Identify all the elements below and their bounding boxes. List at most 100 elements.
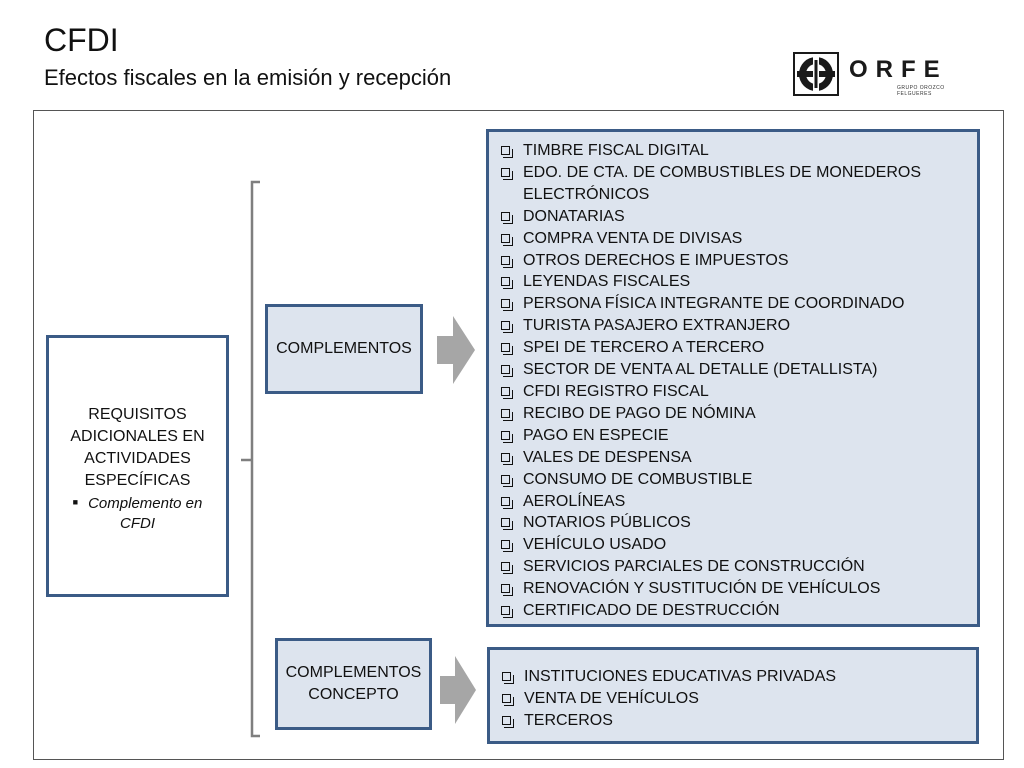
checkbox-bullet-icon: [501, 255, 513, 268]
list-item-text: DONATARIAS: [523, 207, 625, 225]
checkbox-bullet-icon: [501, 584, 513, 597]
list-item-text: CERTIFICADO DE DESTRUCCIÓN: [523, 602, 780, 620]
list-item: DONATARIAS: [499, 206, 977, 228]
list-item: VALES DE DESPENSA: [499, 447, 977, 469]
checkbox-bullet-icon: [501, 562, 513, 575]
checkbox-bullet-icon: [501, 452, 513, 465]
list-item: TURISTA PASAJERO EXTRANJERO: [499, 315, 977, 337]
complementos-concepto-list: INSTITUCIONES EDUCATIVAS PRIVADAS VENTA …: [487, 647, 979, 744]
checkbox-bullet-icon: [501, 408, 513, 421]
checkbox-bullet-icon: [501, 146, 513, 158]
complementos-concepto-box: COMPLEMENTOS CONCEPTO: [275, 638, 432, 730]
list-item: AEROLÍNEAS: [499, 491, 977, 513]
list-item-text: PAGO EN ESPECIE: [523, 426, 669, 444]
list-item-text: TIMBRE FISCAL DIGITAL: [523, 142, 709, 159]
requisitos-bullet-cont: CFDI: [120, 515, 155, 532]
square-bullet-icon: ■: [72, 497, 79, 507]
list-item-text: CFDI REGISTRO FISCAL: [523, 382, 709, 400]
page-subtitle: Efectos fiscales en la emisión y recepci…: [44, 65, 452, 90]
list-item: PERSONA FÍSICA INTEGRANTE DE COORDINADO: [499, 293, 977, 315]
orfe-logo-mark-icon: [793, 52, 839, 96]
list-item-text: VEHÍCULO USADO: [523, 536, 667, 554]
logo-wordmark: ORFE: [849, 56, 948, 83]
checkbox-bullet-icon: [501, 496, 513, 509]
checkbox-bullet-icon: [501, 233, 513, 246]
requisitos-box: REQUISITOS ADICIONALES EN ACTIVIDADES ES…: [46, 335, 229, 597]
list-item-text: LEYENDAS FISCALES: [523, 273, 691, 291]
list-item-text: EDO. DE CTA. DE COMBUSTIBLES DE MONEDERO…: [523, 163, 921, 181]
list-item: CFDI REGISTRO FISCAL: [499, 381, 977, 403]
checkbox-bullet-icon: [501, 365, 513, 378]
complementos-concepto-label: COMPLEMENTOS: [285, 664, 422, 681]
requisitos-line: ACTIVIDADES: [84, 450, 191, 467]
orfe-logo: ORFE GRUPO OROZCO FELGUERES: [793, 50, 973, 100]
list-item-text: NOTARIOS PÚBLICOS: [523, 514, 691, 532]
bracket-connector: [241, 180, 260, 738]
list-item: EDO. DE CTA. DE COMBUSTIBLES DE MONEDERO…: [499, 162, 977, 184]
checkbox-bullet-icon: [501, 474, 513, 487]
list-item: RECIBO DE PAGO DE NÓMINA: [499, 403, 977, 425]
list-item: PAGO EN ESPECIE: [499, 425, 977, 447]
checkbox-bullet-icon: [501, 518, 513, 531]
list-item-text: TURISTA PASAJERO EXTRANJERO: [523, 317, 791, 335]
checkbox-bullet-icon: [501, 540, 513, 553]
requisitos-bullet: ■ Complemento en: [49, 492, 226, 514]
list-item-text: INSTITUCIONES EDUCATIVAS PRIVADAS: [524, 668, 837, 685]
checkbox-bullet-icon: [501, 343, 513, 356]
checkbox-bullet-icon: [502, 694, 514, 706]
requisitos-line: REQUISITOS: [88, 406, 187, 423]
checkbox-bullet-icon: [501, 211, 513, 224]
list-item: COMPRA VENTA DE DIVISAS: [499, 228, 977, 250]
complementos-label: COMPLEMENTOS: [276, 340, 412, 357]
list-item-text: AEROLÍNEAS: [523, 492, 626, 510]
list-item-text: VALES DE DESPENSA: [523, 448, 692, 466]
list-item-text: TERCEROS: [524, 712, 613, 729]
list-item-text: VENTA DE VEHÍCULOS: [524, 690, 699, 707]
list-item: NOTARIOS PÚBLICOS: [499, 512, 977, 534]
list-item-text: CONSUMO DE COMBUSTIBLE: [523, 470, 753, 488]
complementos-list: TIMBRE FISCAL DIGITAL EDO. DE CTA. DE CO…: [486, 129, 980, 627]
list-item-text: ELECTRÓNICOS: [523, 185, 650, 203]
list-item-text: OTROS DERECHOS E IMPUESTOS: [523, 251, 789, 269]
list-item-text: RECIBO DE PAGO DE NÓMINA: [523, 404, 756, 422]
list-item: LEYENDAS FISCALES: [499, 271, 977, 293]
list-item: CONSUMO DE COMBUSTIBLE: [499, 469, 977, 491]
checkbox-bullet-icon: [501, 430, 513, 443]
list-item-text: SPEI DE TERCERO A TERCERO: [523, 339, 765, 357]
list-item: CERTIFICADO DE DESTRUCCIÓN: [499, 600, 977, 622]
requisitos-line: ADICIONALES EN: [70, 428, 205, 445]
arrow-right-icon: [440, 656, 476, 724]
checkbox-bullet-icon: [501, 606, 513, 619]
checkbox-bullet-icon: [501, 299, 513, 312]
list-item: TERCEROS: [500, 710, 976, 732]
diagram-frame: [33, 110, 1004, 760]
requisitos-bullet-text: Complemento en: [88, 495, 203, 512]
arrow-right-icon: [437, 316, 475, 384]
list-item: SECTOR DE VENTA AL DETALLE (DETALLISTA): [499, 359, 977, 381]
list-item-text: PERSONA FÍSICA INTEGRANTE DE COORDINADO: [523, 295, 905, 313]
list-item-text: COMPRA VENTA DE DIVISAS: [523, 229, 743, 247]
checkbox-bullet-icon: [502, 716, 514, 728]
logo-tagline: GRUPO OROZCO FELGUERES: [897, 85, 945, 97]
list-item: INSTITUCIONES EDUCATIVAS PRIVADAS: [500, 666, 976, 688]
list-item-text: SERVICIOS PARCIALES DE CONSTRUCCIÓN: [523, 558, 865, 576]
requisitos-line: ESPECÍFICAS: [84, 472, 191, 489]
list-item: SPEI DE TERCERO A TERCERO: [499, 337, 977, 359]
checkbox-bullet-icon: [501, 321, 513, 334]
checkbox-bullet-icon: [502, 672, 514, 684]
checkbox-bullet-icon: [501, 167, 513, 180]
list-item: RENOVACIÓN Y SUSTITUCIÓN DE VEHÍCULOS: [499, 578, 977, 600]
checkbox-bullet-icon: [501, 386, 513, 399]
page-title: CFDI: [44, 22, 119, 58]
complementos-box: COMPLEMENTOS: [265, 304, 423, 394]
list-item: VEHÍCULO USADO: [499, 534, 977, 556]
list-item: SERVICIOS PARCIALES DE CONSTRUCCIÓN: [499, 556, 977, 578]
list-item-text: RENOVACIÓN Y SUSTITUCIÓN DE VEHÍCULOS: [523, 580, 881, 598]
list-item: VENTA DE VEHÍCULOS: [500, 688, 976, 710]
list-item: OTROS DERECHOS E IMPUESTOS: [499, 250, 977, 272]
list-item-text: SECTOR DE VENTA AL DETALLE (DETALLISTA): [523, 361, 878, 379]
list-item-continuation: ELECTRÓNICOS: [499, 184, 977, 206]
list-item: TIMBRE FISCAL DIGITAL: [499, 140, 977, 162]
checkbox-bullet-icon: [501, 277, 513, 290]
complementos-concepto-label: CONCEPTO: [308, 686, 399, 703]
